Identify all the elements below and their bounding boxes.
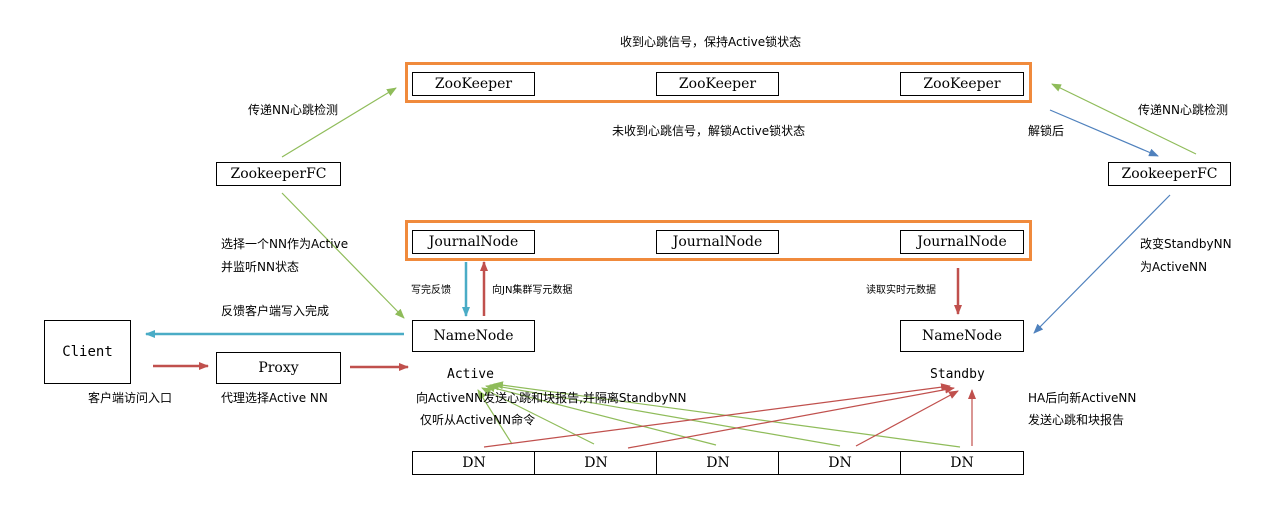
arrow-dn1-to-active [477, 389, 513, 445]
client-box: Client [44, 320, 131, 384]
arrow-right-zkfc-to-zookeeper [1051, 83, 1197, 155]
arrow-right-zkfc-to-standby-nn [1033, 194, 1171, 334]
dn-report-label-2: 仅听从ActiveNN命令 [420, 413, 536, 427]
arrow-dn4-to-active [489, 382, 841, 447]
right-zkfc-heartbeat-label: 传递NN心跳检测 [1138, 103, 1228, 117]
right-zkfc-box: ZookeeperFC [1108, 162, 1231, 186]
write-feedback-label: 写完反馈 [411, 285, 451, 296]
standby-namenode-box: NameNode [900, 320, 1024, 352]
right-zkfc-unlock-label: 解锁后 [1028, 124, 1065, 138]
right-zkfc-switch-label-2: 为ActiveNN [1140, 260, 1208, 274]
dn-report-label-1: 向ActiveNN发送心跳和块报告,并隔离StandbyNN [416, 391, 687, 405]
journalnode-3: JournalNode [900, 230, 1024, 254]
arrow-dn2-to-standby [627, 385, 955, 449]
journalnode-2: JournalNode [656, 230, 779, 254]
standby-state-label: Standby [930, 367, 985, 382]
client-feedback-label: 反馈客户端写入完成 [221, 304, 330, 318]
zookeeper-node-1: ZooKeeper [412, 72, 535, 96]
right-zkfc-switch-label-1: 改变StandbyNN [1140, 237, 1232, 251]
journalnode-1: JournalNode [412, 230, 535, 254]
arrow-left-zkfc-to-active-nn [281, 192, 405, 319]
zookeeper-cluster [405, 62, 1032, 103]
datanode-4: DN [778, 451, 902, 475]
zookeeper-release-lock-label: 未收到心跳信号，解锁Active锁状态 [612, 124, 806, 138]
arrow-zookeeper-to-right-zkfc [1049, 109, 1159, 157]
datanode-5: DN [900, 451, 1024, 475]
left-zkfc-heartbeat-label: 传递NN心跳检测 [248, 103, 338, 117]
arrow-left-zkfc-to-zookeeper [281, 87, 397, 158]
journalnode-cluster [405, 220, 1032, 261]
arrow-dn3-to-active [485, 384, 717, 446]
datanode-1: DN [412, 451, 536, 475]
zookeeper-node-3: ZooKeeper [900, 72, 1024, 96]
left-zkfc-box: ZookeeperFC [216, 162, 341, 186]
proxy-caption: 代理选择Active NN [221, 391, 328, 405]
client-caption: 客户端访问入口 [88, 391, 173, 405]
read-metadata-label: 读取实时元数据 [866, 285, 936, 296]
active-namenode-box: NameNode [412, 320, 535, 352]
datanode-3: DN [656, 451, 780, 475]
arrow-dn1-to-standby [483, 383, 951, 448]
left-zkfc-select-label-1: 选择一个NN作为Active [221, 237, 349, 251]
zookeeper-node-2: ZooKeeper [656, 72, 779, 96]
write-metadata-label: 向JN集群写元数据 [492, 285, 573, 296]
dn-ha-label-2: 发送心跳和块报告 [1028, 413, 1125, 427]
left-zkfc-select-label-2: 并监听NN状态 [221, 260, 299, 274]
datanode-2: DN [534, 451, 658, 475]
arrow-dn4-to-standby [855, 390, 959, 447]
dn-ha-label-1: HA后向新ActiveNN [1028, 391, 1137, 405]
proxy-box: Proxy [216, 352, 341, 384]
zookeeper-keep-lock-label: 收到心跳信号，保持Active锁状态 [620, 35, 802, 49]
active-state-label: Active [447, 367, 494, 382]
